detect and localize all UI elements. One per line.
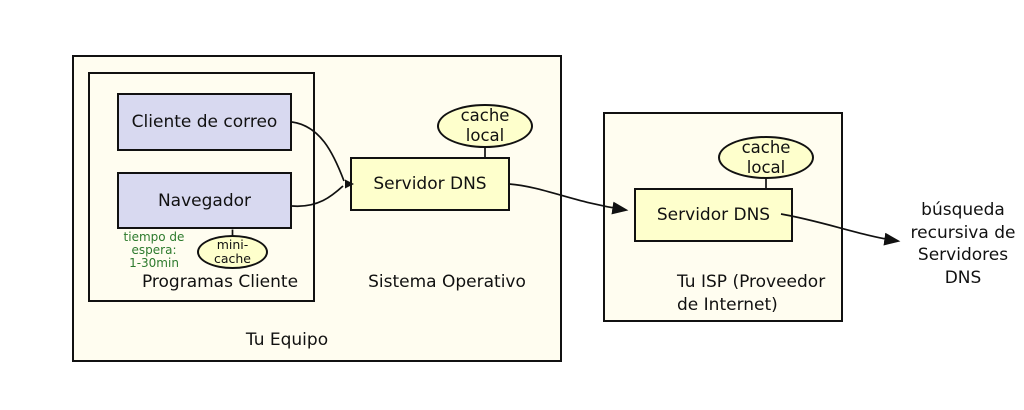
servidor-dns-isp-label: Servidor DNS <box>656 205 771 225</box>
cliente-correo-label: Cliente de correo <box>131 112 278 132</box>
mini-cache-line2: cache <box>213 251 252 266</box>
busqueda-line4: DNS <box>944 267 982 288</box>
isp-label-line2: de Internet) <box>677 295 778 315</box>
servidor-dns-os-label: Servidor DNS <box>373 174 487 194</box>
cache-local-os-line1: cache <box>460 106 510 125</box>
cache-local-isp-line1: cache <box>741 137 791 157</box>
busqueda-line2: recursiva de <box>910 222 1016 243</box>
tiempo-espera-note: tiempo de espera: 1-30min <box>110 231 198 270</box>
cache-local-os-line2: local <box>465 126 505 145</box>
cache-local-isp-ellipse: cache local <box>718 136 814 179</box>
isp-label-line1: Tu ISP (Proveedor <box>677 272 826 292</box>
mini-cache-ellipse: mini- cache <box>197 235 268 269</box>
tiempo-espera-line1: tiempo de <box>123 230 185 244</box>
mini-cache-line1: mini- <box>216 237 249 252</box>
cache-local-os-ellipse: cache local <box>437 104 533 148</box>
tu-equipo-label: Tu Equipo <box>245 330 329 350</box>
busqueda-recursiva-note: búsqueda recursiva de Servidores DNS <box>902 199 1024 289</box>
busqueda-line1: búsqueda <box>921 200 1005 220</box>
busqueda-line3: Servidores <box>917 245 1009 265</box>
cache-local-isp-line2: local <box>746 157 786 177</box>
tiempo-espera-line3: 1-30min <box>129 256 179 270</box>
sistema-operativo-label: Sistema Operativo <box>368 272 526 292</box>
servidor-dns-os-node: Servidor DNS <box>350 157 510 211</box>
navegador-label: Navegador <box>157 190 252 211</box>
cliente-correo-node: Cliente de correo <box>117 93 292 151</box>
programas-cliente-label: Programas Cliente <box>141 272 299 292</box>
isp-label: Tu ISP (Proveedor de Internet) <box>677 271 825 317</box>
servidor-dns-isp-node: Servidor DNS <box>634 188 793 242</box>
navegador-node: Navegador <box>117 172 292 229</box>
tiempo-espera-line2: espera: <box>131 243 177 257</box>
